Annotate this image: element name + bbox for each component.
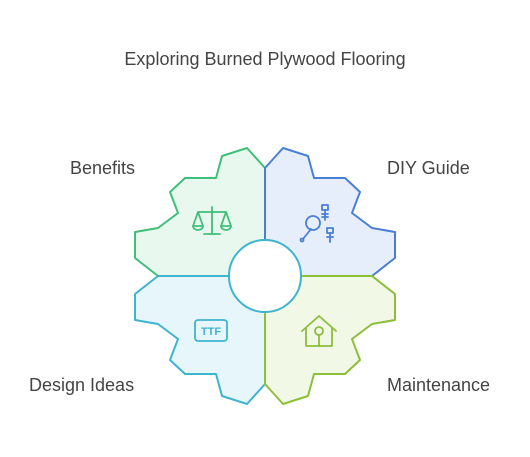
wrench-screws-icon [299, 204, 334, 243]
balance-scale-icon [192, 206, 232, 235]
label-benefits: Benefits [70, 158, 136, 178]
gear-hub [228, 239, 302, 313]
label-diy-guide: DIY Guide [387, 158, 470, 178]
house-wrench-icon [301, 315, 337, 347]
label-design-ideas: Design Ideas [29, 375, 135, 395]
label-maintenance: Maintenance [387, 375, 491, 395]
ttf-font-icon: TTF [194, 319, 228, 342]
diagram-title: Exploring Burned Plywood Flooring [124, 49, 406, 69]
ttf-icon-text: TTF [201, 326, 221, 338]
